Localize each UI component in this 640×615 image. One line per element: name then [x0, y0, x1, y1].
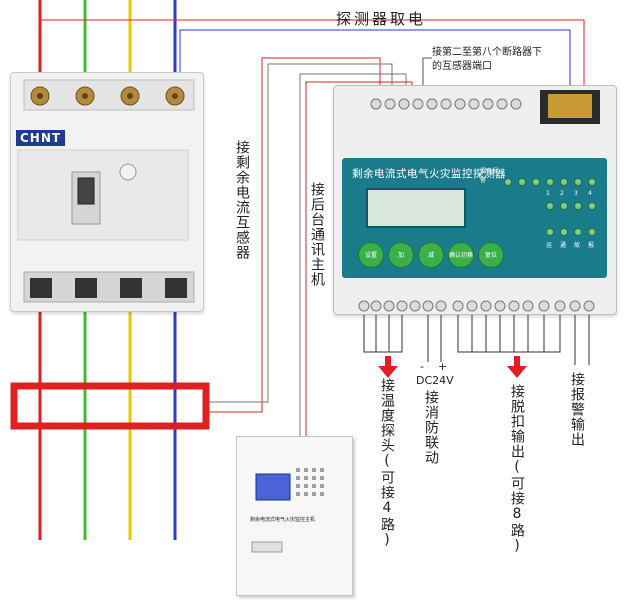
dc24v-label: DC24V [416, 374, 454, 387]
trip-output-label: 接脱扣输出(可接8路) [509, 384, 525, 555]
transformer-box [10, 382, 210, 430]
indicator-number-3: 3 [574, 190, 578, 197]
transformer-port-label: 接第二至第八个断路器下的互感器端口 [432, 47, 542, 72]
indicator-led [504, 178, 512, 186]
power-take-label: 探测器取电 [336, 10, 427, 28]
status-label-comm: 通 [560, 242, 567, 249]
indicator-led [532, 178, 540, 186]
leakage-alarm-label: 漏电报警 [480, 168, 499, 184]
arrow-down-icon [507, 356, 527, 378]
temp-probe-leads [363, 312, 403, 353]
dc-plus-label: + [438, 360, 448, 373]
breaker-bottom-terminals [23, 271, 195, 303]
indicator-led [518, 178, 526, 186]
detector-top-screws [370, 98, 522, 110]
dc-minus-label: - [420, 360, 424, 373]
status-led [574, 228, 582, 236]
indicator-led [546, 178, 554, 186]
indicator-led [574, 178, 582, 186]
indicator-led [546, 202, 554, 210]
indicator-number-4: 4 [588, 190, 592, 197]
host-printer-slot [251, 541, 283, 553]
increase-button[interactable]: 加 [388, 242, 414, 268]
backend-comm-label: 接后台通讯主机 [309, 182, 325, 287]
temp-probe-label: 接温度探头(可接4路) [379, 378, 395, 549]
settings-button[interactable]: 设置 [358, 242, 384, 268]
indicator-number-2: 2 [560, 190, 564, 197]
breaker-top-terminals [23, 79, 195, 111]
status-label-run: 运 [546, 242, 553, 249]
indicator-led [574, 202, 582, 210]
power-line-red [39, 19, 585, 95]
transformer-port-leader [422, 57, 432, 95]
fire-linkage-label: 接消防联动 [423, 390, 439, 465]
breaker-test-button [119, 163, 137, 181]
indicator-number-1: 1 [546, 190, 550, 197]
trip-output-leads [457, 312, 561, 353]
detector-bottom-screws [358, 300, 595, 312]
status-led [588, 228, 596, 236]
decrease-button[interactable]: 减 [418, 242, 444, 268]
reset-button[interactable]: 复位 [478, 242, 504, 268]
breaker-brand: CHNT [16, 130, 66, 146]
residual-line-red [203, 57, 381, 413]
host-indicator-grid [296, 468, 324, 496]
power-line-blue [179, 29, 571, 95]
status-label-fault: 故 [574, 242, 581, 249]
status-led [560, 228, 568, 236]
status-label-alarm: 报 [588, 242, 595, 249]
indicator-led [588, 178, 596, 186]
detector-display [366, 188, 466, 228]
breaker-face [17, 149, 189, 241]
residual-line-gray [203, 63, 393, 403]
detector-title: 剩余电流式电气火灾监控探测器 [352, 168, 506, 180]
backend-host [236, 436, 353, 596]
indicator-led [588, 202, 596, 210]
breaker-handle [77, 177, 95, 205]
alarm-output-label: 接报警输出 [569, 372, 585, 447]
host-display [255, 473, 291, 501]
indicator-led [560, 178, 568, 186]
residual-transformer-label: 接剩余电流互感器 [234, 140, 250, 260]
host-title: 剩余电流式电气火灾监控主机 [250, 517, 316, 523]
confirm-switch-button[interactable]: 确认切换 [448, 242, 474, 268]
indicator-led [560, 202, 568, 210]
arrow-down-icon [378, 356, 398, 378]
status-led [546, 228, 554, 236]
